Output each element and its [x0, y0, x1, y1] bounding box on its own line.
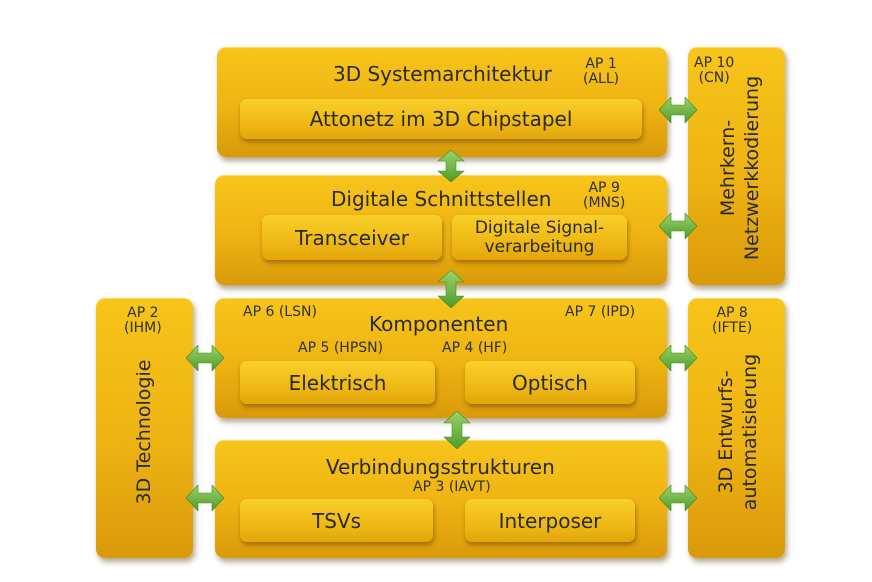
arrow-verbindung-entwurf	[659, 485, 697, 511]
schnittstellen-ap: AP 9(MNS)	[583, 180, 626, 211]
mehrkern-ap: AP 10(CN)	[694, 55, 735, 86]
komponenten-ap-left: AP 6 (LSN)	[243, 304, 317, 320]
elektrisch-ap: AP 5 (HPSN)	[298, 340, 384, 356]
arrow-schnittstellen-mehrkern	[659, 213, 697, 239]
technologie-ap: AP 2(IHM)	[124, 305, 162, 336]
box-entwurf	[688, 298, 785, 558]
mehrkern-label: Mehrkern-Netzwerkkodierung	[717, 75, 763, 261]
arrow-komponenten-verbindung	[443, 411, 471, 449]
elektrisch-box: Elektrisch	[240, 361, 435, 404]
systemarchitektur-ap: AP 1(ALL)	[583, 56, 620, 87]
komponenten-title: Komponenten	[369, 312, 509, 336]
arrow-system-mehrkern	[659, 97, 697, 123]
schnittstellen-title: Digitale Schnittstellen	[331, 187, 552, 211]
signalverarbeitung-box: Digitale Signal-verarbeitung	[452, 215, 627, 260]
arrow-technologie-verbindung	[186, 485, 224, 511]
verbindung-ap: AP 3 (IAVT)	[413, 479, 491, 495]
arrow-schnittstellen-komponenten	[437, 270, 465, 308]
tsvs-box: TSVs	[240, 499, 433, 542]
box-technologie	[96, 298, 193, 558]
optisch-ap: AP 4 (HF)	[442, 340, 508, 356]
box-mehrkern	[688, 47, 785, 285]
arrow-komponenten-entwurf	[659, 345, 697, 371]
systemarchitektur-title: 3D Systemarchitektur	[333, 62, 552, 86]
transceiver-box: Transceiver	[262, 215, 442, 260]
komponenten-ap-right: AP 7 (IPD)	[565, 304, 636, 320]
arrow-system-schnittstellen	[437, 150, 465, 182]
verbindung-title: Verbindungsstrukturen	[326, 455, 555, 479]
interposer-box: Interposer	[465, 499, 635, 542]
attonetz-box: Attonetz im 3D Chipstapel	[240, 99, 642, 139]
entwurf-label: 3D Entwurfs-automatisierung	[715, 353, 761, 511]
entwurf-ap: AP 8(IFTE)	[712, 305, 753, 336]
arrow-technologie-komponenten	[186, 345, 224, 371]
technologie-label: 3D Technologie	[133, 359, 155, 505]
optisch-box: Optisch	[465, 361, 635, 404]
